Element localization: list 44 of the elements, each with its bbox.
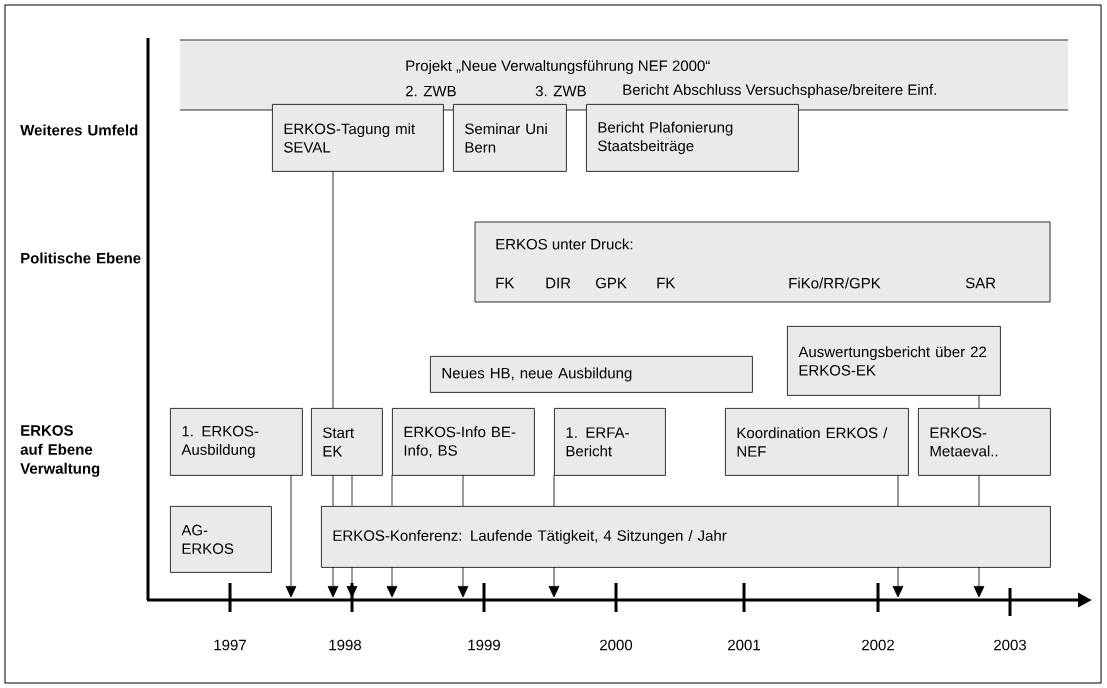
connector-line [332, 170, 334, 409]
arrow [973, 474, 985, 598]
row-label: ERKOS auf Ebene Verwaltung [20, 425, 100, 477]
event-box: 1. ERFA- Bericht [554, 408, 666, 476]
year-label: 2003 [994, 639, 1027, 651]
event-box: 1. ERKOS- Ausbildung [170, 408, 303, 476]
year-label: 2001 [728, 639, 760, 651]
event-box: Auswertungsbericht über 22 ERKOS-EK [787, 326, 1001, 396]
event-box: ERKOS-Konferenz: Laufende Tätigkeit, 4 Sitzungen / Jahr [321, 506, 1051, 568]
event-box: ERKOS-Info BE-Info, BS [392, 408, 535, 476]
year-label: 1997 [214, 639, 246, 651]
box-text: ERKOS unter Druck: [496, 238, 633, 250]
arrow [457, 474, 469, 598]
arrow [548, 474, 560, 598]
arrow [285, 474, 297, 598]
event-box: ERKOS-Tagung mit SEVAL [272, 104, 444, 172]
box-text: GPK [595, 277, 627, 289]
event-box: ERKOS- Metaeval.. [918, 408, 1051, 476]
connector-line [978, 394, 980, 409]
box-text: 2. ZWB [405, 85, 456, 97]
row-label: Weiteres Umfeld [20, 124, 138, 136]
event-box: Neues HB, neue Ausbildung [430, 356, 753, 393]
year-label: 1998 [329, 639, 362, 651]
arrow [386, 474, 398, 598]
event-box: AG- ERKOS [170, 506, 272, 573]
year-label: 1999 [468, 639, 500, 651]
box-text: FiKo/RR/GPK [789, 277, 881, 289]
event-box: Bericht Plafonierung Staatsbeiträge [586, 104, 799, 172]
event-box: Seminar Uni Bern [453, 104, 567, 172]
arrow [892, 474, 904, 598]
box-text: FK [657, 277, 676, 289]
event-box: Start EK [311, 408, 383, 476]
box-text: SAR [965, 277, 996, 289]
box-text: Bericht Abschluss Versuchsphase/breitere Einf. [623, 84, 936, 98]
event-box: Koordination ERKOS / NEF [725, 408, 909, 476]
year-label: 2002 [862, 639, 894, 651]
box-text: Projekt „Neue Verwaltungsführung NEF 2000“ [406, 60, 710, 74]
box-text: FK [496, 277, 515, 289]
row-label: Politische Ebene [21, 252, 141, 264]
box-text: 3. ZWB [535, 85, 586, 97]
arrow [327, 474, 339, 598]
arrow [346, 474, 358, 598]
year-label: 2000 [600, 639, 633, 651]
box-text: DIR [546, 277, 571, 289]
